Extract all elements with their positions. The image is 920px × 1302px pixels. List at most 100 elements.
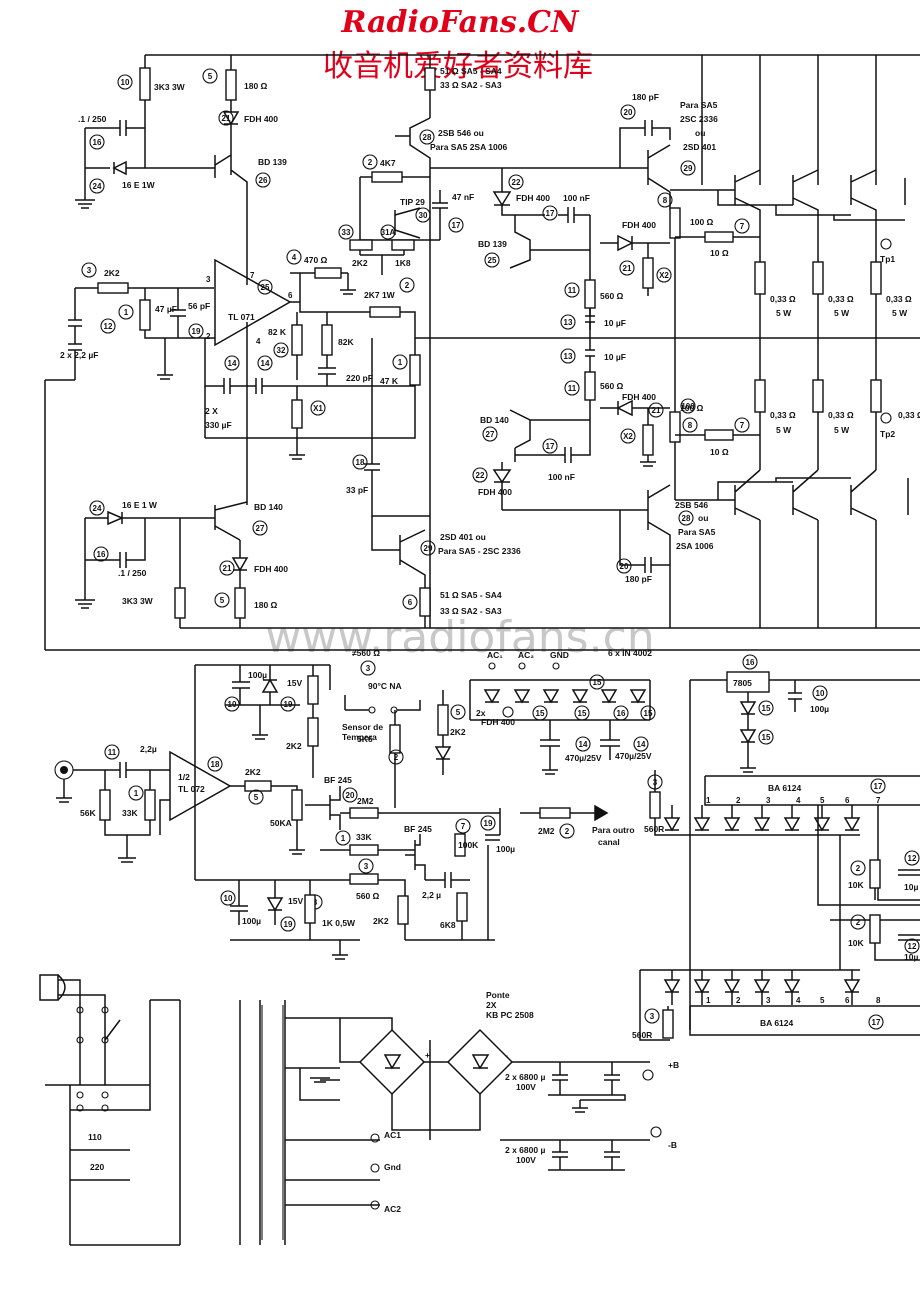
c16-label: .1 / 250 (78, 114, 107, 124)
svg-text:2: 2 (565, 827, 570, 836)
svg-text:27: 27 (256, 524, 265, 533)
cap1-volt: 100V (516, 1082, 536, 1092)
r2-label: 4K7 (380, 158, 396, 168)
svg-text:14: 14 (261, 359, 270, 368)
c16b-label: .1 / 250 (118, 568, 147, 578)
svg-text:2: 2 (368, 158, 373, 167)
q28-label: 2SB 546 ou (438, 128, 484, 138)
svg-text:8: 8 (663, 196, 668, 205)
svg-text:3: 3 (366, 664, 371, 673)
r5k6-label: 5K6 (357, 734, 373, 744)
q29d-label: 2SD 401 (683, 142, 716, 152)
q25-label: BD 139 (478, 239, 507, 249)
svg-text:12: 12 (908, 942, 917, 951)
r7-label: 10 Ω (710, 248, 729, 258)
r560b-label: 560 Ω (356, 891, 380, 901)
svg-text:2: 2 (405, 281, 410, 290)
r47k-label: 47 K (380, 376, 399, 386)
q27b-label: BD 140 (480, 415, 509, 425)
protection-section: ≠560 Ω 3 100µ 10 15V 19 2K2 90°C NA Sens… (54, 648, 920, 1030)
re1b-label: 0,33 Ω (828, 294, 854, 304)
r2k2a-label: 2K2 (286, 741, 302, 751)
svg-text:15: 15 (762, 733, 771, 742)
svg-text:22: 22 (512, 178, 521, 187)
tip-label: TIP 29 (400, 197, 425, 207)
r82k2-label: 82K (338, 337, 354, 347)
svg-text:20: 20 (624, 108, 633, 117)
r11b-label: 560 Ω (600, 381, 624, 391)
svg-text:21: 21 (223, 564, 232, 573)
svg-text:16: 16 (97, 550, 106, 559)
q28b-label: Para SA5 2SA 1006 (430, 142, 507, 152)
d21d-label: FDH 400 (254, 564, 288, 574)
c470a-label: 470µ/25V (565, 753, 602, 763)
svg-text:11: 11 (568, 384, 577, 393)
ba1-label: BA 6124 (768, 783, 802, 793)
tp1-label: Tp1 (880, 254, 895, 264)
r2k2b-label: 2K2 (450, 727, 466, 737)
svg-text:25: 25 (261, 283, 270, 292)
r2k7-label: 2K7 1W (364, 290, 396, 300)
q29f-label: Para SA5 - 2SC 2336 (438, 546, 521, 556)
c100d-label: 100µ (242, 916, 261, 926)
svg-text:10: 10 (224, 894, 233, 903)
svg-text:26: 26 (259, 176, 268, 185)
ba2-pin6: 6 (845, 996, 850, 1005)
r470-label: 470 Ω (304, 255, 328, 265)
r2m2b-label: 2M2 (538, 826, 555, 836)
q28e-label: Para SA5 (678, 527, 716, 537)
svg-text:15: 15 (593, 678, 602, 687)
re1wc-label: 5 W (892, 308, 908, 318)
svg-text:25: 25 (488, 256, 497, 265)
svg-text:17: 17 (546, 442, 555, 451)
tp2-label: Tp2 (880, 429, 895, 439)
d22-label: FDH 400 (516, 193, 550, 203)
led-bargraph-top: 3 560R BA 6124 17 1 2 3 4 5 6 7 2 10K 10… (644, 770, 920, 970)
c33p-label: 33 pF (346, 485, 368, 495)
ba2-pin4: 4 (796, 996, 801, 1005)
ba2-pin8: 8 (876, 996, 881, 1005)
ba1-pin5: 5 (820, 796, 825, 805)
c20b-label: 180 pF (625, 574, 652, 584)
re2wb-label: 5 W (834, 425, 850, 435)
re2-label: 0,33 Ω (770, 410, 796, 420)
c17-label: 100 nF (563, 193, 590, 203)
psu-ac2-label: AC2 (384, 1204, 401, 1214)
r10k2-label: 10K (848, 938, 864, 948)
r560r-label: 560R (644, 824, 664, 834)
re1-label: 0,33 Ω (770, 294, 796, 304)
c100-label: 100µ (248, 670, 267, 680)
re1c-label: 0,33 Ω (886, 294, 912, 304)
ponte-part: KB PC 2508 (486, 1010, 534, 1020)
power-supply: 110 220 Ponte 2X KB PC 2508 + - +B 2 x 6… (39, 974, 679, 1246)
svg-text:8: 8 (688, 421, 693, 430)
para-label: Para outro (592, 825, 635, 835)
svg-text:5: 5 (254, 793, 259, 802)
r6k8-label: 6K8 (440, 920, 456, 930)
svg-text:14: 14 (579, 740, 588, 749)
r10k-label: 10K (848, 880, 864, 890)
c56p-label: 56 pF (188, 301, 210, 311)
ac1-label: AC₁ (487, 650, 503, 660)
svg-text:7: 7 (740, 421, 745, 430)
z15b-label: 15V (288, 896, 303, 906)
c47n-label: 47 nF (452, 192, 474, 202)
svg-text:2: 2 (394, 753, 399, 762)
z24-label: 16 E 1W (122, 180, 156, 190)
svg-text:19: 19 (484, 819, 493, 828)
cap2-label: 2 x 6800 µ (505, 1145, 545, 1155)
ba2-pin5: 5 (820, 996, 825, 1005)
svg-text:18: 18 (356, 458, 365, 467)
svg-text:22: 22 (476, 471, 485, 480)
svg-text:5: 5 (456, 708, 461, 717)
svg-text:3: 3 (87, 266, 92, 275)
c100b-label: 100µ (810, 704, 829, 714)
ba2-pin3: 3 (766, 996, 771, 1005)
svg-text:31A: 31A (381, 228, 396, 237)
psu-ac1-label: AC1 (384, 1130, 401, 1140)
watermark-url: www.radiofans.cn (265, 612, 654, 663)
q27-label: BD 140 (254, 502, 283, 512)
svg-text:1: 1 (124, 308, 129, 317)
svg-text:X1: X1 (313, 404, 323, 413)
r10-label: 3K3 3W (154, 82, 186, 92)
